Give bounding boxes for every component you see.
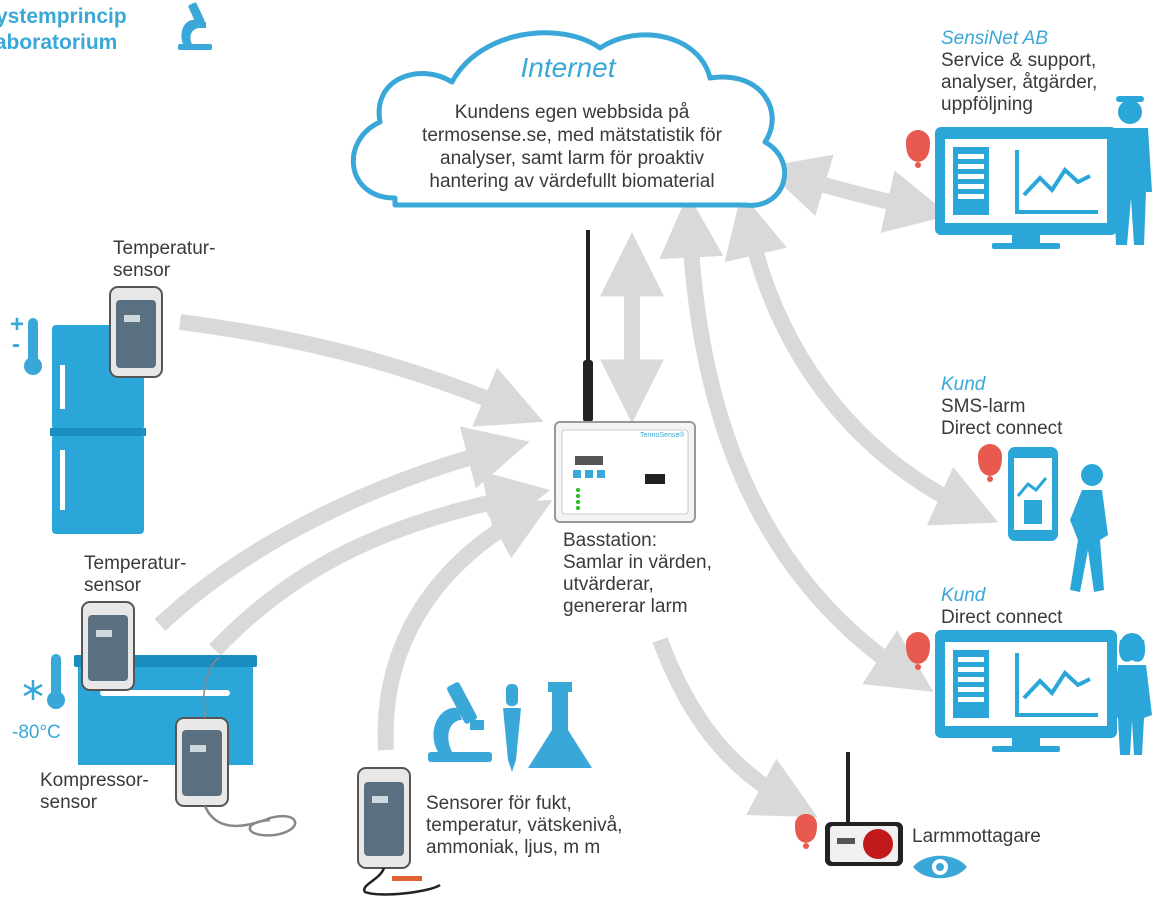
sensor-fridge-line: sensor bbox=[113, 260, 171, 281]
base-station-device bbox=[554, 230, 696, 523]
arrow-freezer-to-base-2 bbox=[209, 471, 551, 656]
alarm-receiver-label: Larmmottagare bbox=[912, 826, 1041, 847]
cloud-line: Kundens egen webbsida på bbox=[454, 102, 690, 123]
basestation-line: Basstation: bbox=[563, 530, 657, 551]
alarm-bell-icon bbox=[906, 632, 930, 670]
sensors-misc-label: Sensorer för fukt, temperatur, vätskeniv… bbox=[426, 793, 622, 859]
kund-sms-label: Kund SMS-larm Direct connect bbox=[941, 374, 1062, 440]
dropper-icon bbox=[503, 684, 521, 772]
sensor-freezer-line: Temperatur- bbox=[84, 553, 187, 574]
compressor-line: Kompressor- bbox=[40, 770, 149, 791]
kund-direct-role: Kund bbox=[941, 585, 986, 606]
smartphone-icon bbox=[1008, 447, 1058, 541]
sensinet-line: analyser, åtgärder, bbox=[941, 72, 1098, 93]
arrow-internet-sensinet bbox=[763, 154, 950, 233]
kund-direct-label: Kund Direct connect bbox=[941, 585, 1062, 629]
sensinet-line: uppföljning bbox=[941, 94, 1033, 115]
compressor-line: sensor bbox=[40, 792, 98, 813]
probe-sensor-device bbox=[357, 767, 441, 896]
sensor-fridge-label: Temperatur- sensor bbox=[113, 238, 215, 282]
thermo-minus: - bbox=[12, 331, 20, 358]
kund-direct-line: Direct connect bbox=[941, 607, 1063, 628]
technician-person-icon bbox=[1110, 96, 1152, 245]
eye-icon bbox=[913, 855, 967, 879]
cloud-line: hantering av värdefullt biomaterial bbox=[429, 171, 715, 192]
microscope-icon bbox=[178, 2, 212, 50]
header-title-line1: Systemprincip bbox=[0, 5, 127, 28]
sensinet-label: SensiNet AB Service & support, analyser,… bbox=[941, 28, 1097, 116]
monitor-sensinet bbox=[935, 127, 1117, 249]
arrow-fridge-to-base bbox=[178, 314, 544, 427]
cloud-line: analyser, samt larm för proaktiv bbox=[440, 148, 704, 169]
flask-icon bbox=[528, 682, 592, 768]
basestation-brand: TermoSense® bbox=[640, 432, 685, 439]
alarm-bell-icon bbox=[795, 814, 817, 849]
sensinet-company: SensiNet AB bbox=[941, 28, 1049, 49]
sensor-fridge-line: Temperatur- bbox=[113, 238, 216, 259]
woman-person-icon bbox=[1112, 633, 1152, 755]
thermometer-icon bbox=[47, 654, 65, 709]
arrow-freezer-to-base-1 bbox=[154, 426, 530, 631]
monitor-direct-connect bbox=[935, 630, 1117, 752]
alarm-bell-icon bbox=[906, 130, 930, 168]
sensors-misc-line: temperatur, vätskenivå, bbox=[426, 815, 623, 836]
walking-person-icon bbox=[1070, 464, 1108, 592]
compressor-label: Kompressor- sensor bbox=[40, 770, 149, 814]
header-title: Systemprincip Laboratorium bbox=[0, 4, 127, 56]
thermometer-icon bbox=[24, 318, 42, 375]
cloud-line: termosense.se, med mätstatistik för bbox=[422, 125, 722, 146]
alarm-receiver-device bbox=[825, 752, 903, 866]
cloud-title: Internet bbox=[520, 52, 616, 83]
arrow-internet-direct bbox=[659, 193, 934, 692]
header-title-line2: Laboratorium bbox=[0, 31, 118, 54]
snowflake-icon bbox=[23, 680, 43, 700]
internet-cloud bbox=[350, 30, 788, 208]
arrow-internet-sms bbox=[724, 192, 999, 526]
basestation-line: Samlar in värden, bbox=[563, 552, 712, 573]
microscope-large-icon bbox=[428, 682, 492, 762]
basestation-label: Basstation: Samlar in värden, utvärderar… bbox=[563, 530, 712, 618]
sensor-freezer-label: Temperatur- sensor bbox=[84, 553, 186, 597]
thermo-plus: + bbox=[10, 311, 25, 338]
compressor-sensor-device bbox=[175, 657, 297, 837]
temperature-sensor-device-freezer bbox=[81, 601, 135, 691]
kund-sms-line: SMS-larm bbox=[941, 396, 1026, 417]
sensor-freezer-line: sensor bbox=[84, 575, 142, 596]
arrow-base-alarm bbox=[652, 637, 818, 818]
sensinet-line: Service & support, bbox=[941, 50, 1097, 71]
alarm-bell-icon bbox=[978, 444, 1002, 482]
basestation-line: genererar larm bbox=[563, 596, 688, 617]
cloud-text: Kundens egen webbsida på termosense.se, … bbox=[385, 101, 759, 193]
sensors-misc-line: Sensorer för fukt, bbox=[426, 793, 572, 814]
freezer-temp: -80°C bbox=[12, 722, 61, 743]
kund-sms-line: Direct connect bbox=[941, 418, 1063, 439]
basestation-line: utvärderar, bbox=[563, 574, 654, 595]
arrow-sensors-to-base bbox=[377, 499, 553, 751]
sensors-misc-line: ammoniak, ljus, m m bbox=[426, 837, 601, 858]
kund-sms-role: Kund bbox=[941, 374, 986, 395]
temperature-sensor-device-fridge bbox=[109, 286, 163, 378]
